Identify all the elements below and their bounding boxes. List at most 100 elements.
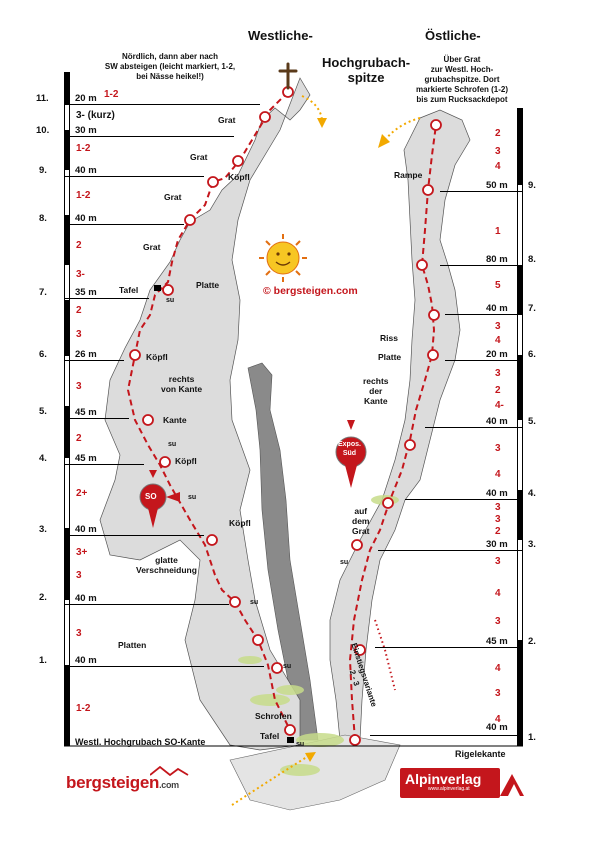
left-grade: 2	[76, 240, 82, 251]
right-grade: 3	[495, 556, 501, 567]
right-pitch-number: 6.	[528, 349, 536, 360]
right-pitch-number: 4.	[528, 488, 536, 499]
left-grade: 1-2	[76, 143, 91, 154]
left-pitch-number: 1.	[39, 655, 47, 666]
logo-mountain-icon	[150, 766, 189, 776]
logo-alpinverlag[interactable]: Alpinverlag www.alpinverlag.at	[400, 768, 500, 798]
left-grade: 1-2	[104, 89, 119, 100]
right-pitch-number: 8.	[528, 254, 536, 265]
left-feature: Köpfl	[228, 172, 250, 182]
right-grade: 1	[495, 226, 501, 237]
right-feature: Platte	[378, 352, 402, 362]
right-grade: 3	[495, 443, 501, 454]
right-feature: rechts der Kante	[363, 376, 389, 406]
logo-alpinverlag-text: Alpinverlag	[405, 771, 482, 787]
left-pitch-number: 9.	[39, 165, 47, 176]
left-length: 30 m	[75, 125, 97, 136]
compass-left-label: SO	[145, 492, 157, 501]
gorge	[247, 362, 319, 741]
right-length: 40 m	[486, 722, 508, 733]
left-length: 45 m	[75, 453, 97, 464]
right-grade: 3	[495, 321, 501, 332]
left-feature: su	[296, 741, 305, 748]
right-pitch-number: 7.	[528, 303, 536, 314]
right-pitch-number: 2.	[528, 636, 536, 647]
left-feature: glatte Verschneidung	[136, 555, 197, 575]
left-grade: 2	[76, 305, 82, 316]
left-pitch-number: 10.	[36, 125, 50, 136]
left-length: 40 m	[75, 213, 97, 224]
right-feature: Rampe	[394, 170, 423, 180]
logo-alpinverlag-sub: www.alpinverlag.at	[428, 786, 470, 792]
left-feature: Köpfl	[229, 518, 251, 528]
left-length: 40 m	[75, 655, 97, 666]
right-grade: 3	[495, 502, 501, 513]
right-length: 20 m	[486, 349, 508, 360]
right-grade: 2	[495, 526, 501, 537]
right-grade: 3	[495, 688, 501, 699]
left-feature: Tafel	[260, 731, 280, 741]
left-rock	[99, 77, 311, 751]
title-right: Östliche-	[425, 28, 481, 43]
descent-arrow-heads	[305, 118, 390, 762]
left-feature: Köpfl	[146, 352, 168, 362]
right-rock	[329, 109, 471, 741]
left-length: 35 m	[75, 287, 97, 298]
compass-pin-right-icon	[335, 420, 367, 488]
logo-bergsteigen-text: bergsteigen	[66, 773, 160, 792]
left-feature: Grat	[164, 192, 182, 202]
left-feature: Tafel	[119, 285, 139, 295]
left-grade: 3	[76, 329, 82, 340]
left-grade: 3- (kurz)	[76, 110, 115, 121]
left-feature: su	[283, 663, 292, 670]
right-grade: 4-	[495, 400, 504, 411]
left-feature: rechts von Kante	[161, 374, 203, 394]
left-grade: 2+	[76, 488, 88, 499]
left-grade: 3+	[76, 547, 88, 558]
left-pitch-number: 11.	[36, 93, 49, 104]
left-feature: Grat	[143, 242, 161, 252]
right-grade: 5	[495, 280, 501, 291]
left-grade: 3	[76, 381, 82, 392]
left-length: 45 m	[75, 407, 97, 418]
left-grade: 1-2	[76, 190, 91, 201]
entry-variant-line	[374, 619, 396, 691]
right-grade: 4	[495, 588, 501, 599]
left-length: 40 m	[75, 524, 97, 535]
left-feature: Kante	[163, 415, 187, 425]
alpinverlag-mountain-icon	[500, 774, 524, 796]
left-feature: Köpfl	[175, 456, 197, 466]
left-pitch-number: 4.	[39, 453, 47, 464]
logo-bergsteigen[interactable]: bergsteigen.com	[66, 773, 179, 793]
right-feature: su	[340, 559, 349, 566]
left-length: 20 m	[75, 93, 97, 104]
grass-patches	[238, 495, 399, 776]
right-grade: 3	[495, 368, 501, 379]
note-left: Nördlich, dann aber nach SW absteigen (l…	[104, 52, 236, 81]
left-grade: 3	[76, 570, 82, 581]
left-scale-bar-gaps	[65, 105, 69, 665]
left-feature: Grat	[190, 152, 208, 162]
title-left: Westliche-	[248, 28, 313, 43]
left-feature: Platte	[196, 280, 220, 290]
right-grade: 4	[495, 335, 501, 346]
right-pitch-number: 5.	[528, 416, 536, 427]
peak-name: Hochgrubach- spitze	[322, 55, 411, 85]
right-length: 40 m	[486, 488, 508, 499]
right-grade: 3	[495, 514, 501, 525]
belay-stations	[129, 86, 442, 746]
left-pitch-number: 5.	[39, 406, 47, 417]
sun-icon	[259, 234, 307, 282]
left-pitch-number: 7.	[39, 287, 47, 298]
tafel-board-bottom-icon	[287, 737, 294, 743]
right-grade: 2	[495, 128, 501, 139]
left-feature: Platten	[118, 640, 147, 650]
left-feature: su	[168, 441, 177, 448]
left-scale-bar	[64, 72, 70, 746]
right-pitch-number: 1.	[528, 732, 536, 743]
right-route-name: Rigelekante	[455, 749, 506, 759]
right-length: 80 m	[486, 254, 508, 265]
right-scale-bar-gaps	[518, 185, 522, 640]
right-length: 40 m	[486, 303, 508, 314]
right-grade: 2	[495, 385, 501, 396]
